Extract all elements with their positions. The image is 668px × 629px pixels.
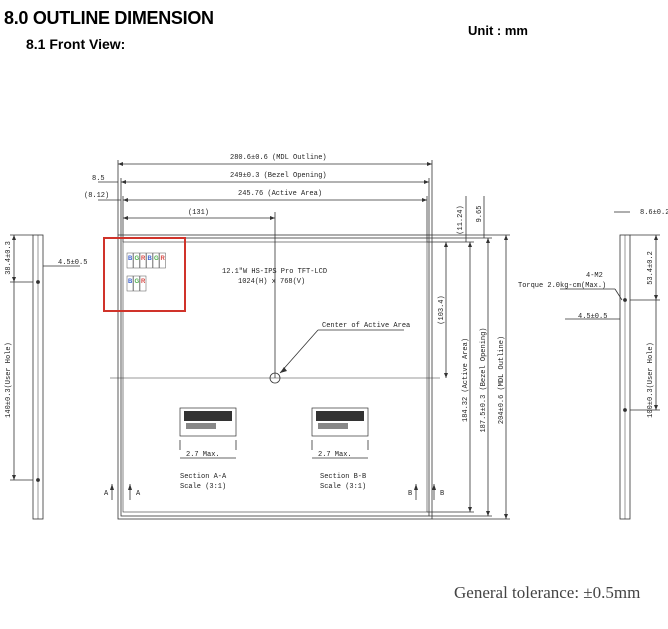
center-of-active-area-label: Center of Active Area [322,322,410,330]
pixel-letter: G [135,256,140,262]
pixel-cell [133,275,140,292]
pixel-cell [159,252,166,269]
dim-bezel-opening-width: 249±0.3 (Bezel Opening) [230,172,327,180]
pixel-letter: B [128,279,133,285]
section-a-marker-left: A [104,490,109,498]
pixel-letter: G [135,279,140,285]
left-side-thickness: 4.5±0.5 [58,259,87,267]
pixel-cell [133,252,140,269]
pixel-letter: G [154,256,159,262]
dim-offset-left: 8.5 [92,175,105,183]
section-a-scale: Scale (3:1) [180,483,226,491]
left-side-top-dim: 38.4±0.3 [5,241,13,275]
section-b-scale: Scale (3:1) [320,483,366,491]
right-side-screw-note: Torque 2.0kg-cm(Max.) [518,282,606,290]
general-tolerance: General tolerance: ±0.5mm [454,583,641,602]
panel-resolution-text: 1024(H) x 768(V) [238,278,305,286]
left-side-user-hole: 140±0.3(User Hole) [5,342,13,418]
right-side-depth: 4.5±0.5 [578,313,607,321]
pixel-letter: B [148,256,153,262]
dim-offset-left-ref: (8.12) [84,192,109,200]
dim-center-ref-x: (131) [188,209,209,217]
section-b-max: 2.7 Max. [318,451,352,459]
section-a-max: 2.7 Max. [186,451,220,459]
section-b-marker-right: B [440,490,444,498]
pixel-highlight-box [103,237,186,312]
section-title: 8.0 OUTLINE DIMENSION [4,8,214,28]
subsection-title: 8.1 Front View: [26,36,126,52]
dim-top-edge: 9.65 [476,206,484,223]
pixel-cell [139,275,147,292]
panel-model-text: 12.1"W HS-IPS Pro TFT-LCD [222,268,327,276]
section-b-marker-left: B [408,490,412,498]
pixel-cell [126,275,134,292]
pixel-cell [139,252,147,269]
right-side-thickness-top: 8.6±0.2 [640,209,668,217]
pixel-letter: R [141,279,146,285]
unit-label: Unit : mm [468,23,528,38]
section-b-title: Section B-B [320,473,366,481]
dim-active-area-height: 184.32 (Active Area) [462,338,470,422]
section-a-marker-right: A [136,490,141,498]
pixel-cell [152,252,160,269]
pixel-cell [146,252,153,269]
right-side-screw-spec: 4-M2 [586,272,603,280]
pixel-letter: R [141,256,146,262]
dim-mdl-outline-width: 280.6±0.6 (MDL Outline) [230,154,327,162]
dim-center-ref-y: (103.4) [438,295,446,324]
dim-active-area-width: 245.76 (Active Area) [238,190,322,198]
pixel-letter: B [128,256,133,262]
pixel-cell [126,252,134,269]
section-a-title: Section A-A [180,473,227,481]
dim-bezel-opening-height: 187.5±0.3 (Bezel Opening) [480,327,488,432]
right-side-top-dim: 53.4±0.2 [647,251,655,285]
dim-top-offset: (11.24) [457,205,465,234]
pixel-letter: R [161,256,166,262]
right-side-user-hole: 100±0.3(User Hole) [647,342,655,418]
dim-mdl-outline-height: 204±0.6 (MDL Outline) [498,336,506,424]
